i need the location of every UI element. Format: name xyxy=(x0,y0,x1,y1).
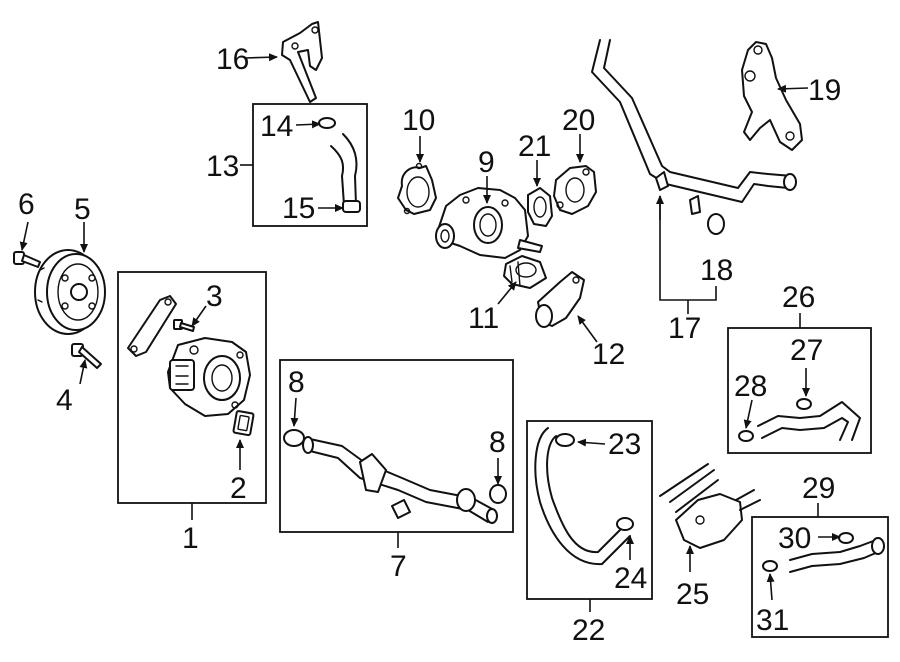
callout-3: 3 xyxy=(206,280,223,313)
water-pump-drawing xyxy=(127,295,255,437)
callout-20: 20 xyxy=(562,104,595,137)
gasket-21-drawing xyxy=(527,187,553,227)
callout-23: 23 xyxy=(608,428,641,461)
callout-31: 31 xyxy=(756,604,789,637)
group-box-water-pipe-7 xyxy=(279,359,514,533)
water-outlet-12-drawing xyxy=(535,271,585,328)
callout-14: 14 xyxy=(260,110,293,143)
callout-2: 2 xyxy=(230,472,247,505)
callout-12: 12 xyxy=(592,338,625,371)
callout-1: 1 xyxy=(182,522,199,555)
callout-11: 11 xyxy=(468,302,499,335)
bolt-4-drawing xyxy=(71,343,102,369)
hose-25-drawing xyxy=(659,463,761,549)
callout-15: 15 xyxy=(282,192,315,225)
pulley-drawing xyxy=(34,249,106,335)
callout-21: 21 xyxy=(518,130,551,163)
callout-30: 30 xyxy=(778,522,811,555)
callout-17: 17 xyxy=(668,312,701,345)
bolt-6-drawing xyxy=(13,251,41,268)
callout-4: 4 xyxy=(56,384,73,417)
callout-18: 18 xyxy=(700,254,733,287)
callout-13: 13 xyxy=(206,150,239,183)
callout-16: 16 xyxy=(216,43,249,76)
group-box-hose-29 xyxy=(751,516,889,638)
hose-29-drawing xyxy=(762,532,885,573)
o-ring-18-drawing xyxy=(707,213,725,235)
callout-6: 6 xyxy=(18,188,35,221)
callout-29: 29 xyxy=(802,472,835,505)
callout-28: 28 xyxy=(734,370,767,403)
callout-8a: 8 xyxy=(288,366,305,399)
callout-9: 9 xyxy=(478,146,495,179)
callout-5: 5 xyxy=(74,193,91,226)
thermostat-housing-9-drawing xyxy=(435,187,543,259)
callout-10: 10 xyxy=(402,104,435,137)
callout-7: 7 xyxy=(390,550,407,583)
callout-27: 27 xyxy=(790,334,823,367)
gasket-10-drawing xyxy=(397,162,437,215)
callout-26: 26 xyxy=(782,281,815,314)
callout-25: 25 xyxy=(676,578,709,611)
bracket-19-drawing xyxy=(741,41,803,151)
callout-19: 19 xyxy=(808,74,841,107)
hose-22-drawing xyxy=(534,427,634,566)
callout-22: 22 xyxy=(572,614,605,647)
hose-26-drawing xyxy=(738,398,861,445)
callout-8b: 8 xyxy=(489,426,506,459)
pipe-7-drawing xyxy=(283,429,507,524)
bracket-16-drawing xyxy=(281,21,323,103)
housing-20-drawing xyxy=(553,165,597,215)
callout-24: 24 xyxy=(614,562,647,595)
thermostat-11-drawing xyxy=(503,255,547,289)
hose-13-drawing xyxy=(318,117,361,213)
pipe-17-drawing xyxy=(591,36,797,215)
